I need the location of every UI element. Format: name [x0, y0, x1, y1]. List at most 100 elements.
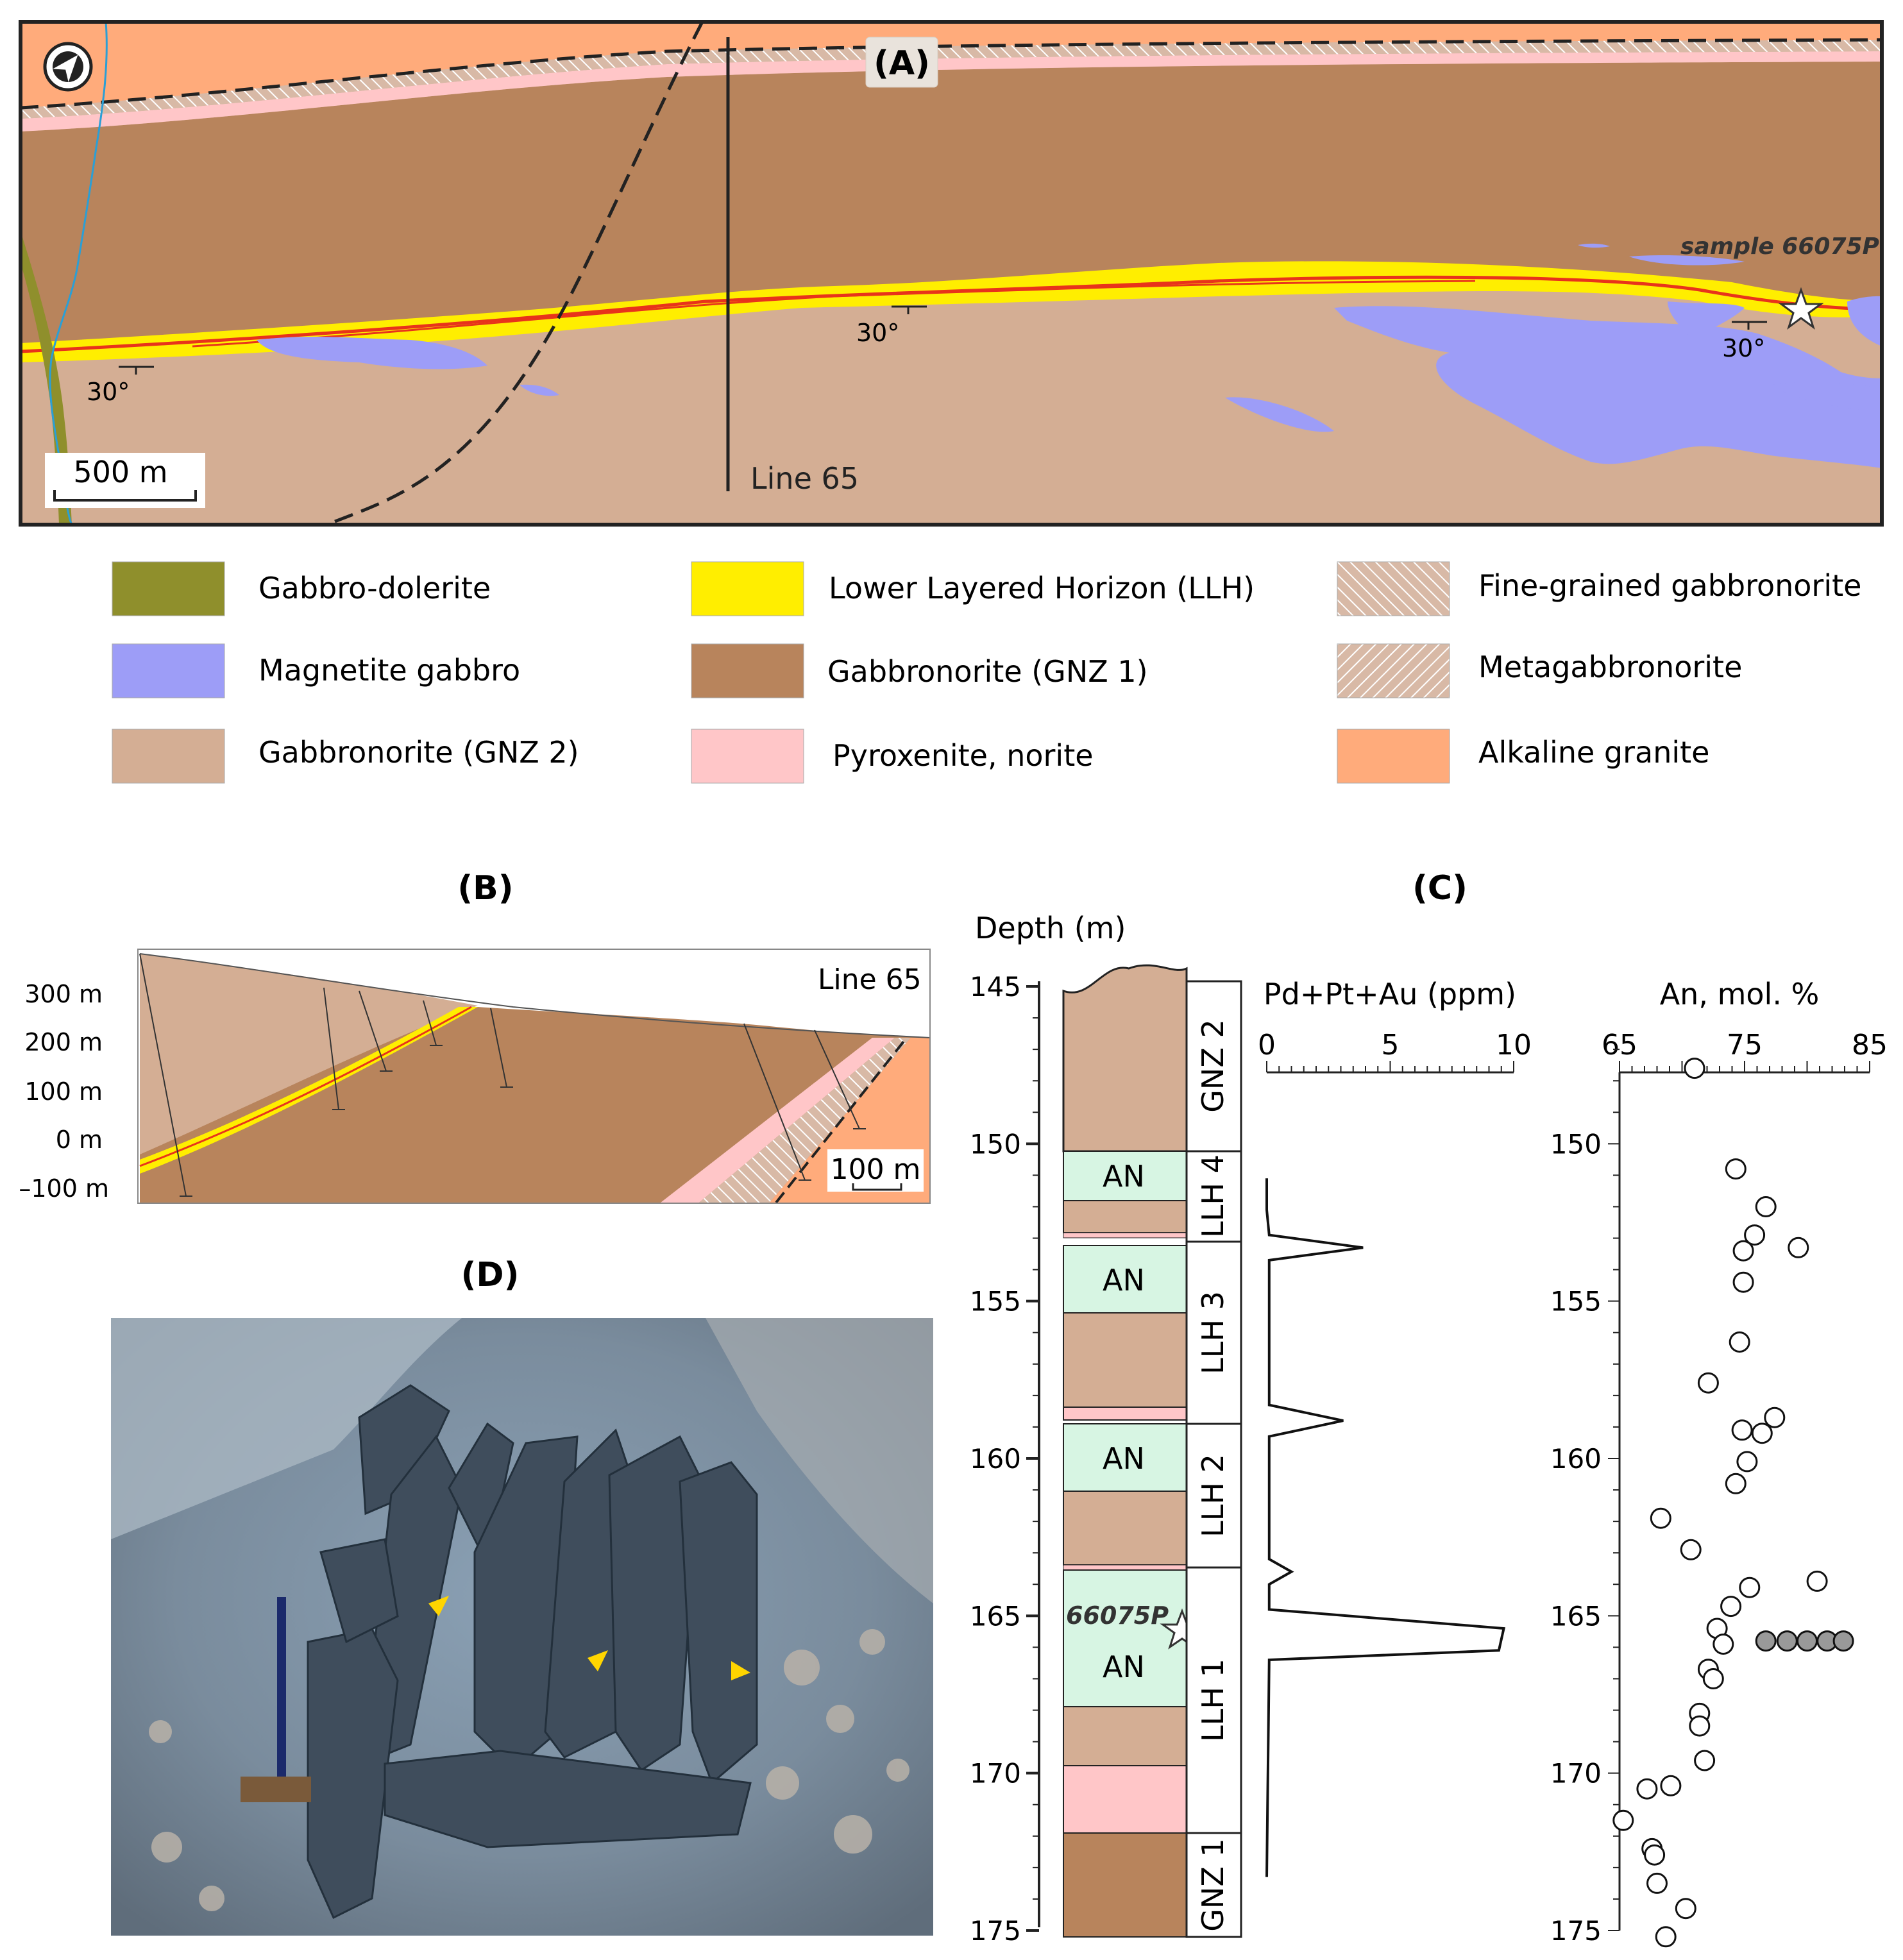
an-point	[1644, 1844, 1666, 1866]
section-fault	[775, 1038, 907, 1204]
map-magnetite-gabbro-lens-2	[1225, 397, 1334, 432]
legend-item-gnz1: Gabbronorite (GNZ 1)	[691, 643, 1148, 698]
panel-a-map: Line 65 30° 30° 30° sample 66075P (A) 50…	[21, 22, 1882, 525]
depth-tick-label: 150	[970, 1128, 1021, 1160]
unit-label-llh2: LLH 2	[1196, 1454, 1230, 1537]
legend-label: Lower Layered Horizon (LLH)	[829, 571, 1255, 605]
strat-an-label-llh2: AN	[1103, 1441, 1145, 1476]
legend-label: Fine-grained gabbronorite	[1478, 568, 1861, 603]
map-magnetite-gabbro-north-2	[1578, 243, 1610, 248]
depth-axis-title: Depth (m)	[975, 911, 1126, 945]
elevation-label: 100 m	[24, 1077, 103, 1106]
section-scale-label: 100 m	[831, 1153, 921, 1186]
an-point	[1650, 1507, 1671, 1529]
strat-an-llh2	[1063, 1423, 1187, 1492]
unit-label-llh4: LLH 4	[1196, 1154, 1230, 1238]
depth-tick-label: 155	[970, 1286, 1021, 1317]
map-magnetite-gabbro-lens	[520, 384, 559, 396]
strat-px-llh2	[1063, 1564, 1187, 1571]
outcrop-photo	[111, 1318, 933, 1936]
hammer-icon	[241, 1597, 311, 1802]
map-dip-symbol-2	[892, 305, 927, 314]
an-y-tick-label: 160	[1550, 1443, 1602, 1474]
legend: Gabbro-dolerite Lower Layered Horizon (L…	[112, 561, 1861, 784]
pgm-tick-label: 5	[1382, 1029, 1400, 1061]
an-point	[1612, 1809, 1634, 1831]
legend-item-llh: Lower Layered Horizon (LLH)	[691, 561, 1255, 616]
an-point	[1732, 1271, 1754, 1293]
strat-gn-llh4	[1063, 1200, 1187, 1233]
an-point	[1732, 1240, 1754, 1262]
map-scale-bar: 500 m	[45, 453, 205, 508]
an-point	[1646, 1872, 1668, 1894]
an-point	[1731, 1419, 1753, 1441]
section-fine-gabbronorite	[699, 1038, 911, 1203]
map-gnz1-area	[21, 62, 1882, 362]
an-y-tick-label: 170	[1550, 1758, 1602, 1789]
legend-item-pyroxenite: Pyroxenite, norite	[691, 729, 1094, 784]
elevation-label: –100 m	[19, 1174, 109, 1203]
an-point	[1689, 1715, 1711, 1737]
an-y-tick-label: 150	[1550, 1128, 1602, 1160]
an-point-filled	[1797, 1630, 1818, 1652]
legend-label: Pyroxenite, norite	[833, 738, 1094, 773]
an-plot-title: An, mol. %	[1660, 977, 1820, 1011]
map-magnetite-gabbro-north	[1629, 255, 1745, 266]
strat-an-label-llh4: AN	[1103, 1159, 1145, 1194]
legend-item-alkaline-granite: Alkaline granite	[1337, 729, 1709, 784]
pgm-series-line	[1265, 1178, 1506, 1877]
photo-arrow-icon-3	[731, 1661, 750, 1680]
legend-label: Gabbronorite (GNZ 1)	[827, 654, 1148, 689]
north-arrow-icon	[43, 42, 93, 92]
an-point	[1636, 1778, 1658, 1800]
map-line-65-label: Line 65	[750, 461, 859, 496]
an-y-tick-label: 165	[1550, 1600, 1602, 1632]
an-point-filled	[1755, 1630, 1777, 1652]
map-title-badge: (A)	[865, 37, 938, 88]
legend-item-gabbro-dolerite: Gabbro-dolerite	[112, 561, 491, 616]
legend-item-fine-gabbronorite: Fine-grained gabbronorite	[1337, 561, 1861, 616]
map-scale-label: 500 m	[73, 455, 167, 489]
map-magnetite-gabbro-large	[1334, 306, 1882, 468]
map-llh-horizon	[21, 261, 1882, 362]
an-x-tick-label: 85	[1852, 1029, 1888, 1061]
section-elevation-axis: 300 m 200 m 100 m 0 m –100 m	[19, 980, 109, 1203]
elevation-label: 300 m	[24, 980, 103, 1008]
an-point	[1736, 1451, 1758, 1473]
map-sample-star-icon	[1778, 287, 1824, 330]
an-x-tick-label: 75	[1727, 1029, 1763, 1061]
strat-px-llh4	[1063, 1232, 1187, 1238]
an-point	[1702, 1668, 1724, 1689]
an-points	[1612, 1058, 1854, 1948]
an-point	[1755, 1196, 1777, 1217]
legend-label: Gabbro-dolerite	[258, 571, 491, 605]
strat-gn-llh2	[1063, 1491, 1187, 1566]
strat-gnz1	[1063, 1832, 1187, 1938]
section-topography	[139, 953, 930, 1038]
map-sample-label: sample 66075P	[1680, 233, 1879, 260]
an-point	[1697, 1372, 1719, 1394]
strat-an-llh3	[1063, 1245, 1187, 1314]
strat-px-llh3	[1063, 1407, 1187, 1421]
legend-label: Gabbronorite (GNZ 2)	[258, 735, 579, 770]
strat-column: AN AN AN AN 66075P	[1062, 964, 1205, 1938]
an-point	[1751, 1423, 1773, 1444]
map-pyroxenite-band	[21, 51, 1882, 131]
an-point	[1725, 1473, 1747, 1494]
pgm-plot-title: Pd+Pt+Au (ppm)	[1264, 977, 1516, 1011]
depth-tick-label: 165	[970, 1600, 1021, 1632]
map-dip-symbol-3	[1732, 321, 1767, 330]
an-point	[1720, 1596, 1742, 1618]
an-point	[1764, 1407, 1786, 1428]
an-point	[1744, 1224, 1766, 1246]
panel-d-label: (D)	[461, 1256, 520, 1294]
section-scale-bar: 100 m	[827, 1149, 924, 1192]
legend-label: Metagabbronorite	[1478, 650, 1742, 684]
panel-c-label: (C)	[1412, 869, 1467, 908]
legend-item-metagabbronorite: Metagabbronorite	[1337, 643, 1742, 698]
pgm-tick-label: 0	[1258, 1029, 1276, 1061]
